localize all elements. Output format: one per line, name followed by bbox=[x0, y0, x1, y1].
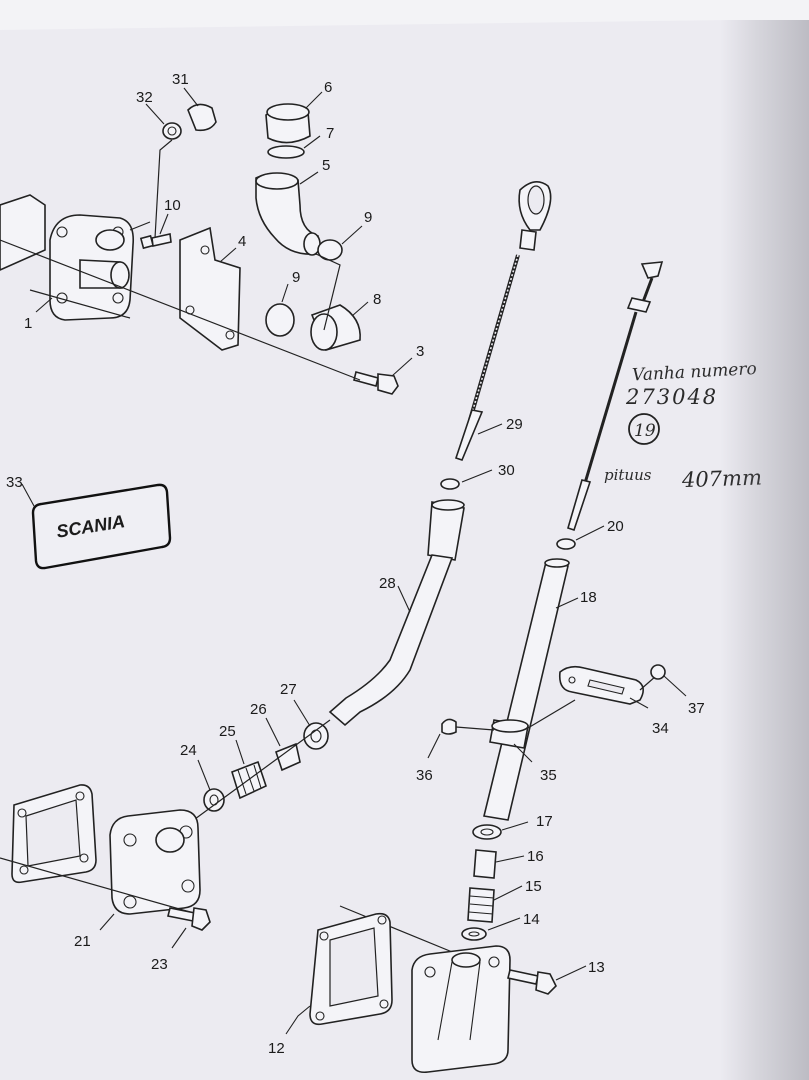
part-26-sleeve bbox=[275, 742, 301, 772]
part-37-nut bbox=[650, 664, 666, 680]
paper-shadow bbox=[720, 20, 809, 1080]
part-4-gasket-bracket bbox=[179, 226, 241, 351]
part-10-bolt bbox=[139, 233, 172, 250]
part-28-guide-tube bbox=[328, 499, 465, 727]
callout-34: 34 bbox=[652, 720, 669, 737]
callout-leaders bbox=[21, 87, 687, 1035]
callout-29: 29 bbox=[506, 416, 523, 433]
part-8-hose bbox=[310, 304, 361, 351]
part-gasket-bottom bbox=[309, 912, 393, 1026]
part-flange-bottom bbox=[411, 945, 511, 1074]
part-30-seal bbox=[440, 478, 460, 490]
part-9-hose-clamp-lower bbox=[265, 303, 295, 337]
part-3-bolt bbox=[353, 371, 399, 395]
note-old-number-value: 273048 bbox=[625, 385, 718, 409]
callout-6: 6 bbox=[324, 79, 332, 96]
callout-24: 24 bbox=[180, 742, 197, 759]
callout-32: 32 bbox=[136, 89, 153, 106]
callout-25: 25 bbox=[219, 723, 236, 740]
part-29-dipstick bbox=[454, 181, 552, 461]
callout-37: 37 bbox=[688, 700, 705, 717]
callout-31: 31 bbox=[172, 71, 189, 88]
callout-7: 7 bbox=[326, 125, 334, 142]
part-20-seal bbox=[556, 538, 576, 550]
callout-numbers: 1 3 4 5 6 7 8 9 9 10 12 13 14 15 16 17 1… bbox=[6, 71, 705, 1057]
part-6-cap bbox=[265, 103, 311, 144]
part-23-bolt bbox=[167, 907, 211, 931]
part-1-bracket-housing bbox=[0, 194, 135, 321]
note-circled-part: 19 bbox=[634, 421, 656, 441]
part-7-o-ring bbox=[267, 145, 305, 159]
callout-5: 5 bbox=[322, 157, 330, 174]
callout-30: 30 bbox=[498, 462, 515, 479]
callout-9-upper: 9 bbox=[364, 209, 372, 226]
callout-13: 13 bbox=[588, 959, 605, 976]
part-33-label-plate: SCANIA bbox=[31, 483, 172, 570]
handwritten-notes: Vanha numero 273048 19 pituus 407mm bbox=[604, 359, 762, 492]
callout-20: 20 bbox=[607, 518, 624, 535]
callout-4: 4 bbox=[238, 233, 246, 250]
part-32-seal-ring bbox=[162, 122, 182, 140]
callout-23: 23 bbox=[151, 956, 168, 973]
part-34-bracket bbox=[558, 665, 644, 705]
part-5-filler-elbow bbox=[255, 172, 321, 256]
part-16-sleeve bbox=[473, 849, 497, 879]
callout-1: 1 bbox=[24, 315, 32, 332]
callout-26: 26 bbox=[250, 701, 267, 718]
callout-14: 14 bbox=[523, 911, 540, 928]
callout-9-lower: 9 bbox=[292, 269, 300, 286]
part-17-ring bbox=[472, 824, 502, 840]
note-length-label: pituus bbox=[604, 466, 652, 484]
callout-21: 21 bbox=[74, 933, 91, 950]
callout-16: 16 bbox=[527, 848, 544, 865]
callout-33: 33 bbox=[6, 474, 23, 491]
note-length-value: 407mm bbox=[681, 465, 763, 492]
callout-10: 10 bbox=[164, 197, 181, 214]
callout-15: 15 bbox=[525, 878, 542, 895]
part-31-plug bbox=[187, 103, 217, 132]
part-21-flange bbox=[109, 809, 201, 915]
callout-3: 3 bbox=[416, 343, 424, 360]
part-36-screw bbox=[441, 718, 495, 735]
callout-36: 36 bbox=[416, 767, 433, 784]
callout-27: 27 bbox=[280, 681, 297, 698]
part-13-bolt bbox=[507, 969, 557, 995]
callout-35: 35 bbox=[540, 767, 557, 784]
callout-8: 8 bbox=[373, 291, 381, 308]
part-14-washer bbox=[461, 927, 487, 941]
callout-17: 17 bbox=[536, 813, 553, 830]
callout-18: 18 bbox=[580, 589, 597, 606]
part-15-adapter bbox=[467, 887, 495, 923]
part-gasket-left bbox=[11, 784, 97, 884]
callout-28: 28 bbox=[379, 575, 396, 592]
note-circle bbox=[628, 413, 660, 445]
callout-12: 12 bbox=[268, 1040, 285, 1057]
part-35-clamp bbox=[489, 719, 529, 749]
part-19-dipstick-long bbox=[567, 261, 664, 532]
